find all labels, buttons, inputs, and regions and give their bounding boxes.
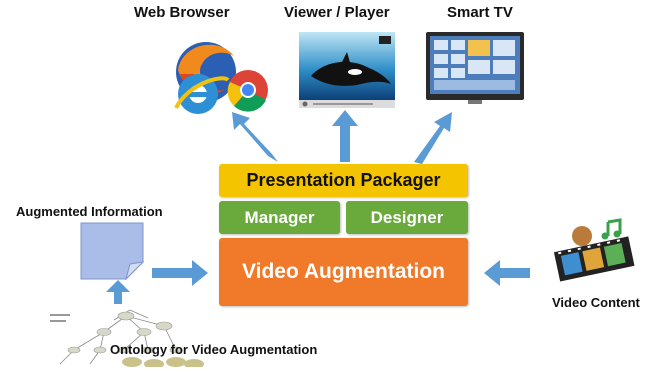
browser-logos-icon bbox=[168, 34, 272, 118]
film-strip-icon bbox=[552, 218, 636, 290]
orca-video-icon bbox=[299, 32, 395, 108]
presentation-packager-block: Presentation Packager bbox=[219, 164, 468, 197]
ontology-label: Ontology for Video Augmentation bbox=[110, 342, 318, 357]
augmented-information-label: Augmented Information bbox=[16, 204, 163, 219]
smart-tv-label: Smart TV bbox=[447, 4, 513, 21]
viewer-player-label: Viewer / Player bbox=[284, 4, 390, 21]
video-augmentation-block: Video Augmentation bbox=[219, 238, 468, 306]
manager-block: Manager bbox=[219, 201, 340, 234]
web-browser-label: Web Browser bbox=[134, 4, 230, 21]
designer-block: Designer bbox=[346, 201, 468, 234]
video-content-label: Video Content bbox=[552, 295, 640, 310]
document-icon bbox=[80, 222, 145, 281]
ontology-graph-icon bbox=[44, 306, 214, 369]
smart-tv-icon bbox=[426, 32, 524, 106]
